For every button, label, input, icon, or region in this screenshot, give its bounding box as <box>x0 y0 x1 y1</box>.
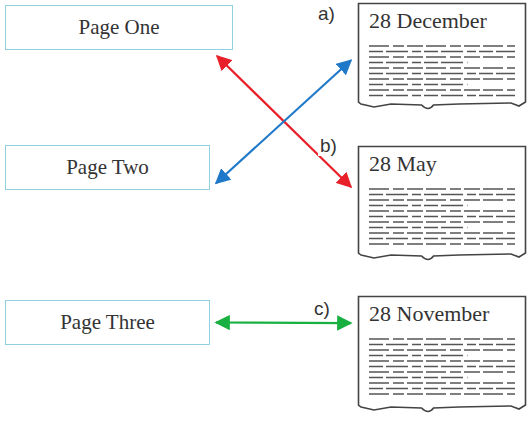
text-scribble <box>369 393 515 394</box>
text-scribble <box>369 45 515 46</box>
note-date: 28 May <box>369 151 437 177</box>
page-box: Page Two <box>5 145 210 190</box>
text-scribble <box>369 78 515 79</box>
text-scribble <box>369 232 515 233</box>
text-scribble <box>369 56 515 57</box>
item-letter: b) <box>318 136 339 156</box>
text-scribble <box>369 377 468 378</box>
text-scribble <box>369 238 515 239</box>
text-scribble <box>369 67 515 68</box>
note-outline <box>359 147 526 260</box>
page-box: Page One <box>5 5 233 50</box>
text-scribble <box>369 388 515 389</box>
item-letter: c) <box>312 299 332 319</box>
note-date: 28 December <box>369 8 487 34</box>
text-scribble <box>369 95 515 96</box>
item-letter: a) <box>316 4 337 24</box>
double-arrow <box>216 60 351 183</box>
page-box: Page Three <box>5 300 210 345</box>
text-scribble <box>369 194 515 195</box>
text-scribble <box>369 210 515 211</box>
double-arrow <box>216 321 351 324</box>
text-scribble <box>369 89 515 90</box>
note-outline <box>359 297 526 412</box>
text-scribble <box>369 216 515 217</box>
text-scribble <box>369 205 468 206</box>
page-label: Page Two <box>66 155 149 180</box>
page-label: Page One <box>78 15 159 40</box>
diary-note: 28 December <box>357 2 527 114</box>
text-scribble <box>369 360 515 361</box>
text-scribble <box>369 366 515 367</box>
text-scribble <box>369 355 468 356</box>
text-scribble <box>369 73 515 74</box>
text-scribble <box>369 243 515 244</box>
diary-note: 28 November <box>357 295 527 417</box>
text-scribble <box>369 221 515 222</box>
text-scribble <box>369 382 515 383</box>
text-scribble <box>369 344 515 345</box>
note-outline <box>359 4 526 109</box>
text-scribble <box>369 227 468 228</box>
text-scribble <box>369 199 515 200</box>
text-scribble <box>369 62 468 63</box>
page-label: Page Three <box>60 310 155 335</box>
text-scribble <box>369 51 515 52</box>
text-scribble <box>369 349 515 350</box>
text-scribble <box>369 371 515 372</box>
diary-note: 28 May <box>357 145 527 265</box>
text-scribble <box>369 84 468 85</box>
note-date: 28 November <box>369 301 489 327</box>
text-scribble <box>369 338 515 339</box>
text-scribble <box>369 188 515 189</box>
